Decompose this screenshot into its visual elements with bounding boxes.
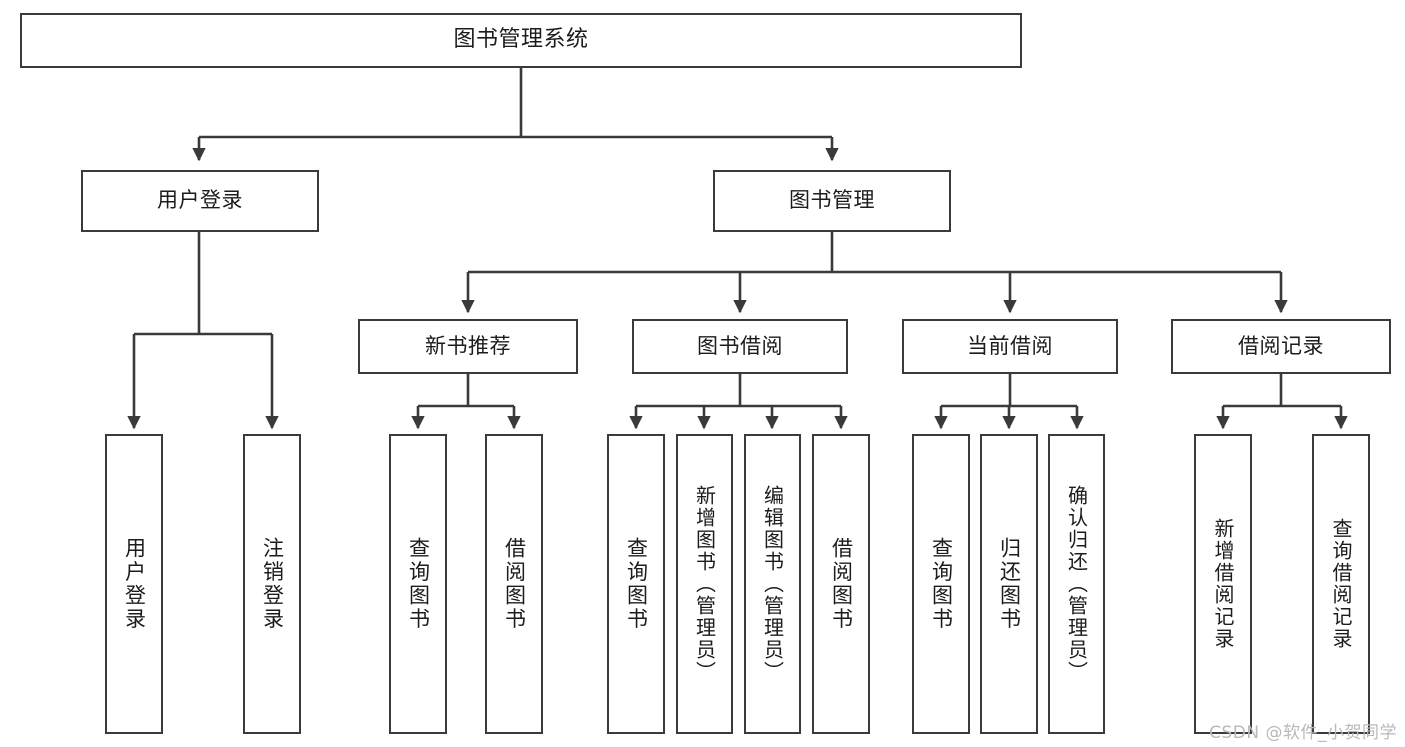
node-root-label: 图书管理系统 <box>453 27 589 53</box>
node-user-login-label: 用户登录 <box>157 188 243 213</box>
node-new-book-rec-label: 新书推荐 <box>425 333 511 358</box>
leaf-edit-book[interactable]: 编辑图书（管理员） <box>744 434 801 734</box>
leaf-query-book-1[interactable]: 查询图书 <box>389 434 447 734</box>
leaf-borrow-book-2-label: 借阅图书 <box>829 537 854 631</box>
leaf-confirm-return-label: 确认归还（管理员） <box>1064 485 1089 683</box>
node-current-borrow[interactable]: 当前借阅 <box>902 319 1118 374</box>
leaf-borrow-book-1-label: 借阅图书 <box>502 537 527 631</box>
csdn-watermark: CSDN @软件_小贺同学 <box>1209 723 1397 743</box>
node-current-borrow-label: 当前借阅 <box>967 333 1053 358</box>
node-root[interactable]: 图书管理系统 <box>20 13 1022 68</box>
leaf-query-book-3[interactable]: 查询图书 <box>912 434 970 734</box>
leaf-borrow-book-2[interactable]: 借阅图书 <box>812 434 870 734</box>
leaf-query-record[interactable]: 查询借阅记录 <box>1312 434 1370 734</box>
leaf-borrow-book-1[interactable]: 借阅图书 <box>485 434 543 734</box>
leaf-query-book-2[interactable]: 查询图书 <box>607 434 665 734</box>
leaf-add-book[interactable]: 新增图书（管理员） <box>676 434 733 734</box>
node-book-borrow[interactable]: 图书借阅 <box>632 319 848 374</box>
leaf-user-logout[interactable]: 注销登录 <box>243 434 301 734</box>
leaf-return-book-label: 归还图书 <box>997 537 1022 631</box>
node-borrow-record-label: 借阅记录 <box>1238 333 1324 358</box>
leaf-query-book-2-label: 查询图书 <box>624 537 649 631</box>
leaf-query-book-3-label: 查询图书 <box>929 537 954 631</box>
node-new-book-rec[interactable]: 新书推荐 <box>358 319 578 374</box>
leaf-edit-book-label: 编辑图书（管理员） <box>760 485 785 683</box>
node-book-borrow-label: 图书借阅 <box>697 333 783 358</box>
leaf-add-record-label: 新增借阅记录 <box>1211 518 1235 650</box>
leaf-user-login[interactable]: 用户登录 <box>105 434 163 734</box>
leaf-confirm-return[interactable]: 确认归还（管理员） <box>1048 434 1105 734</box>
node-book-manage-label: 图书管理 <box>789 188 875 213</box>
leaf-add-book-label: 新增图书（管理员） <box>692 485 717 683</box>
leaf-add-record[interactable]: 新增借阅记录 <box>1194 434 1252 734</box>
node-borrow-record[interactable]: 借阅记录 <box>1171 319 1391 374</box>
leaf-user-login-label: 用户登录 <box>122 537 147 631</box>
leaf-return-book[interactable]: 归还图书 <box>980 434 1038 734</box>
leaf-query-book-1-label: 查询图书 <box>406 537 431 631</box>
node-user-login[interactable]: 用户登录 <box>81 170 319 232</box>
leaf-query-record-label: 查询借阅记录 <box>1329 518 1353 650</box>
node-book-manage[interactable]: 图书管理 <box>713 170 951 232</box>
leaf-user-logout-label: 注销登录 <box>260 537 285 631</box>
